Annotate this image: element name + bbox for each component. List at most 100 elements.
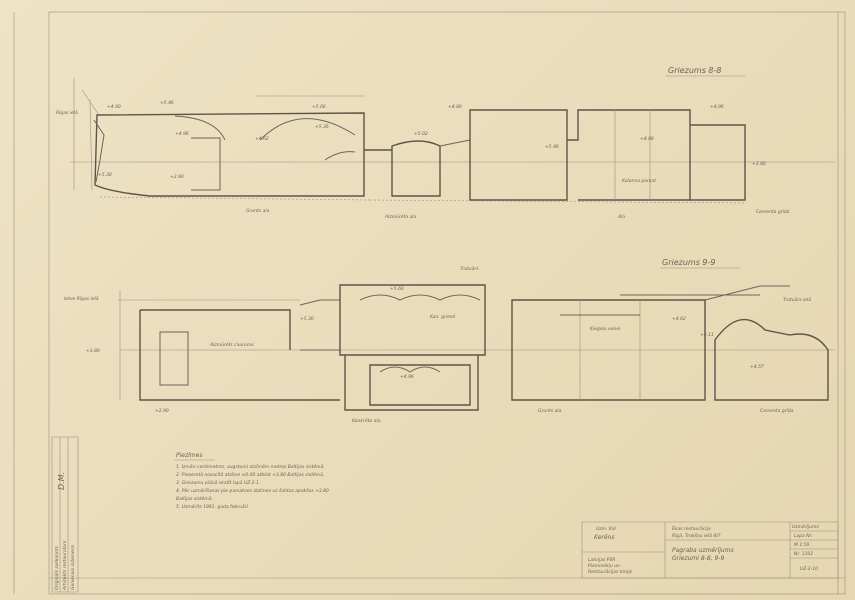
drawing-label: +4.62 bbox=[672, 316, 686, 322]
drawing-label: +4.62 bbox=[255, 136, 269, 142]
drawing-line bbox=[614, 110, 651, 200]
drawing-label: Rīgas ielā bbox=[56, 110, 78, 116]
side-approval-stamp: Oriģināls saskaņots Arhitekts restaurato… bbox=[51, 436, 79, 593]
drawing-label: Ķieģeļu velve bbox=[590, 326, 620, 332]
drawing-label: 5. Uzmērīts 1981. gada februārī bbox=[176, 504, 249, 510]
drawing-label: +4.88 bbox=[640, 136, 654, 142]
drawing-label: Pieminekļu un bbox=[588, 563, 620, 569]
notes: Piezīmes 1. Izmēri centimetros, augstumi… bbox=[174, 452, 329, 510]
drawing-label: Aizmūrēta ala bbox=[384, 214, 417, 220]
drawing-label: +2.90 bbox=[155, 408, 169, 414]
drawing-label: Nr. 1102 bbox=[794, 551, 813, 557]
drawing-line bbox=[511, 299, 706, 401]
drawing-label: Galvenais inženieris bbox=[69, 544, 76, 590]
drawing-label: Lapa Nr. bbox=[794, 533, 813, 539]
title-block: Uzm. Kal Kerēns Latvijas PSR Pieminekļu … bbox=[581, 521, 839, 579]
drawing-label: Arhitekts restaurators bbox=[62, 540, 68, 591]
drawing-label: Trotuārs bbox=[460, 266, 479, 272]
drawing-line bbox=[714, 318, 829, 401]
drawing-label: Konkrēta ala bbox=[352, 418, 381, 424]
drawing-line bbox=[339, 284, 486, 356]
drawing-line bbox=[690, 124, 746, 201]
drawing-line bbox=[93, 119, 105, 183]
drawing-line bbox=[579, 300, 641, 400]
drawing-label: +4.96 bbox=[400, 374, 414, 380]
drawing-line bbox=[581, 521, 839, 579]
drawing-label: Kolonna pamat bbox=[622, 178, 656, 184]
section-title: Griezums 8-8 bbox=[668, 66, 721, 75]
drawing-label: Kan. griesti bbox=[430, 314, 456, 320]
drawing-line bbox=[51, 436, 79, 593]
drawing-label: Grunts ala bbox=[538, 408, 562, 414]
drawing-label: Rīgā, Trokšņu ielā 4/7 bbox=[672, 532, 721, 539]
section-8-8: Griezums 8-8 +5.46 +5.66 +4.96 +3.80 +5.… bbox=[56, 66, 835, 220]
signature: D.M. bbox=[57, 472, 66, 490]
drawing-line bbox=[560, 294, 760, 316]
drawing-label: +4.57 bbox=[750, 364, 764, 370]
drawing-label: +4.80 bbox=[448, 104, 462, 110]
drawing-label: 2. Pieņemtā nosacītā atzīme ±0.00 atbils… bbox=[176, 472, 324, 478]
drawing-label: +3.80 bbox=[752, 161, 766, 167]
drawing-label: Cementa grīda bbox=[760, 408, 794, 414]
drawing-label: Latvijas PSR bbox=[588, 557, 615, 563]
drawing-line bbox=[299, 299, 341, 351]
drawing-line bbox=[704, 285, 790, 301]
drawing-label: Ēkas restaurācija bbox=[672, 525, 711, 532]
drawing-line bbox=[364, 140, 441, 197]
drawing-label: Griezumi 8-8, 9-9 bbox=[672, 555, 724, 562]
drawing-label: +2.90 bbox=[170, 174, 184, 180]
section-9-9: Griezums 9-9 +3.80 +5.30 +4.96 +5.60 +2.… bbox=[64, 258, 835, 424]
drawing-line bbox=[191, 137, 221, 191]
drawing-label: +3.11 bbox=[700, 332, 714, 338]
drawing-line bbox=[174, 115, 226, 141]
drawing-label: Aizmūrēts caurums bbox=[209, 342, 254, 348]
drawing-label: Grunts ala bbox=[246, 208, 270, 214]
drawing-label: Oriģināls saskaņots bbox=[54, 545, 60, 590]
drawing-label: +5.66 bbox=[312, 104, 326, 110]
drawing-line bbox=[159, 331, 189, 386]
drawing-label: +5.36 bbox=[315, 124, 329, 130]
drawing-line bbox=[469, 109, 568, 201]
drawing-label: 1. Izmēri centimetros, augstumi atzīmēm … bbox=[176, 464, 325, 470]
drawing-label: Uzm. Kal bbox=[596, 526, 616, 532]
drawing-label: Piezīmes bbox=[176, 452, 202, 459]
drawing-label: +4.90 bbox=[107, 104, 121, 110]
drawing-label: +5.02 bbox=[414, 131, 428, 137]
drawing-line bbox=[118, 290, 300, 400]
drawing-label: +4.96 bbox=[710, 104, 724, 110]
drawing-label: Ietve Rīgas ielā bbox=[64, 296, 99, 302]
drawing-label: +5.46 bbox=[160, 100, 174, 106]
drawing-line bbox=[324, 151, 356, 161]
drawing-label: +5.60 bbox=[390, 286, 404, 292]
section-title: Griezums 9-9 bbox=[662, 258, 715, 267]
drawing-label: Pagraba uzmērījums bbox=[672, 547, 734, 554]
drawing-line bbox=[94, 112, 365, 197]
drawing-label: Kerēns bbox=[594, 534, 615, 541]
drawing-line bbox=[259, 118, 356, 141]
drawing-label: +5.30 bbox=[98, 172, 112, 178]
drawing-line bbox=[344, 355, 479, 411]
drawing-label: +4.96 bbox=[175, 131, 189, 137]
drawing-label: Uzmērījums bbox=[792, 524, 819, 530]
drawing-label: Restaurācijas birojs bbox=[588, 569, 633, 575]
drawing-line bbox=[139, 309, 340, 401]
drawing-label: +5.30 bbox=[300, 316, 314, 322]
drawing-line bbox=[99, 196, 746, 204]
sheet-frame bbox=[48, 11, 846, 595]
drawing-label: M 1:50 bbox=[794, 542, 810, 548]
drawing-label: UZ-2-10 bbox=[800, 566, 818, 572]
drawing-label: 4. Pēc uzmērīšanas pie pamatnes atzīmes … bbox=[176, 487, 329, 494]
drawing-label: +3.80 bbox=[86, 348, 100, 354]
drawing-line bbox=[73, 78, 100, 191]
drawing-line bbox=[567, 109, 691, 201]
drawing-line bbox=[359, 294, 481, 301]
drawing-label: 3. Griezumu plānā skatīt lapā UZ-2-1 bbox=[176, 480, 259, 486]
drawing-label: Cementa grīda bbox=[756, 209, 790, 215]
drawing-label: Baltijas sistēmā. bbox=[176, 496, 213, 502]
drawing-line bbox=[379, 366, 441, 373]
drawing-line bbox=[439, 139, 471, 147]
drawing-label: Ala bbox=[617, 214, 625, 220]
drawing-label: +5.48 bbox=[545, 144, 559, 150]
